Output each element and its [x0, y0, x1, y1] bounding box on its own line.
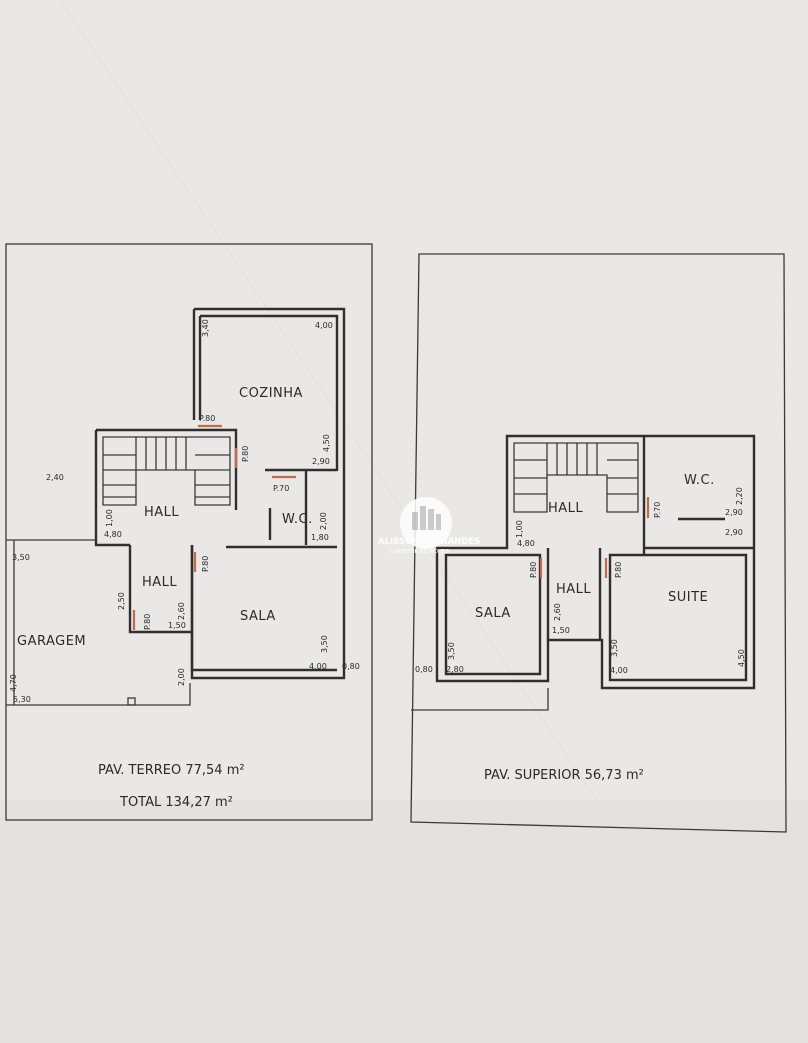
sala-label: SALA	[240, 609, 276, 624]
door-label: P.80	[199, 414, 215, 423]
logo-name: ALISSON FERNANDES	[378, 537, 480, 547]
dimension: 4,70	[9, 674, 18, 692]
dimension: 4,00	[315, 321, 333, 330]
wc-walls	[226, 468, 337, 549]
hall-label-2: HALL	[556, 582, 591, 597]
dimension: 2,00	[177, 668, 186, 686]
total-area-label: TOTAL 134,27 m²	[119, 795, 233, 810]
dimension: 2,20	[735, 487, 744, 505]
dimension: 5,30	[13, 695, 31, 704]
sala-label: SALA	[475, 606, 511, 621]
door-label: P.80	[529, 562, 538, 578]
dimension: 1,00	[105, 509, 114, 527]
dimension: 2,40	[46, 473, 64, 482]
realtor-logo: ALISSON FERNANDES CORRETOR DE IMÓVEIS	[378, 497, 480, 555]
dimension: 3,50	[447, 642, 456, 660]
door-label: P.70	[653, 502, 662, 518]
wc-label: W.C.	[282, 512, 313, 527]
building-icon	[412, 506, 441, 530]
dimension: 2,50	[117, 592, 126, 610]
superior-plan: HALL W.C. HALL SALA SUITE P.70 P.80 P.80…	[410, 253, 787, 833]
dimension: 3,50	[610, 639, 619, 657]
staircase	[103, 437, 230, 498]
dimension: 1,00	[515, 520, 524, 538]
terreo-lot-border	[5, 243, 373, 821]
hall-label-2: HALL	[142, 575, 177, 590]
suite-label: SUITE	[668, 590, 708, 605]
dimension: 1,80	[311, 533, 329, 542]
dimension: 1,50	[552, 626, 570, 635]
door-label: P.80	[201, 556, 210, 572]
terreo-area-label: PAV. TERREO 77,54 m²	[98, 763, 245, 778]
dimension: 2,90	[725, 528, 743, 537]
door-label: P.80	[614, 562, 623, 578]
dimension: 2,80	[446, 665, 464, 674]
garagem-label: GARAGEM	[17, 634, 86, 649]
dimension: 1,50	[168, 621, 186, 630]
garagem-walls	[6, 539, 191, 706]
hall-label: HALL	[548, 501, 583, 516]
dimension: 4,00	[309, 662, 327, 671]
dimension: 4,50	[737, 649, 746, 667]
dimension: 0,80	[342, 662, 360, 671]
dimension: 2,60	[177, 602, 186, 620]
door-label: P.70	[273, 484, 289, 493]
dimension: 3,40	[201, 319, 210, 337]
terreo-plan: COZINHA HALL W.C. HALL SALA GARAGEM P.80…	[5, 243, 373, 821]
hall-label: HALL	[144, 505, 179, 520]
dimension: 0,80	[415, 665, 433, 674]
dimension: 4,80	[517, 539, 535, 548]
door-label: P.80	[143, 614, 152, 630]
dimension: 4,80	[104, 530, 122, 539]
dimension: 3,50	[320, 635, 329, 653]
hall-walls	[94, 428, 238, 547]
wc-label: W.C.	[684, 473, 715, 488]
dimension: 2,90	[725, 508, 743, 517]
superior-area-label: PAV. SUPERIOR 56,73 m²	[484, 768, 644, 783]
door-label: P.80	[241, 446, 250, 462]
dimension: 2,00	[319, 512, 328, 530]
dimension: 3,50	[12, 553, 30, 562]
dimension: 2,90	[312, 457, 330, 466]
superior-lot-border	[410, 253, 787, 833]
logo-subtitle: CORRETOR DE IMÓVEIS	[390, 548, 449, 555]
staircase	[514, 443, 638, 495]
cozinha-label: COZINHA	[239, 386, 303, 401]
dimension: 4,00	[610, 666, 628, 675]
dimension: 2,60	[553, 603, 562, 621]
dimension: 4,50	[322, 434, 331, 452]
